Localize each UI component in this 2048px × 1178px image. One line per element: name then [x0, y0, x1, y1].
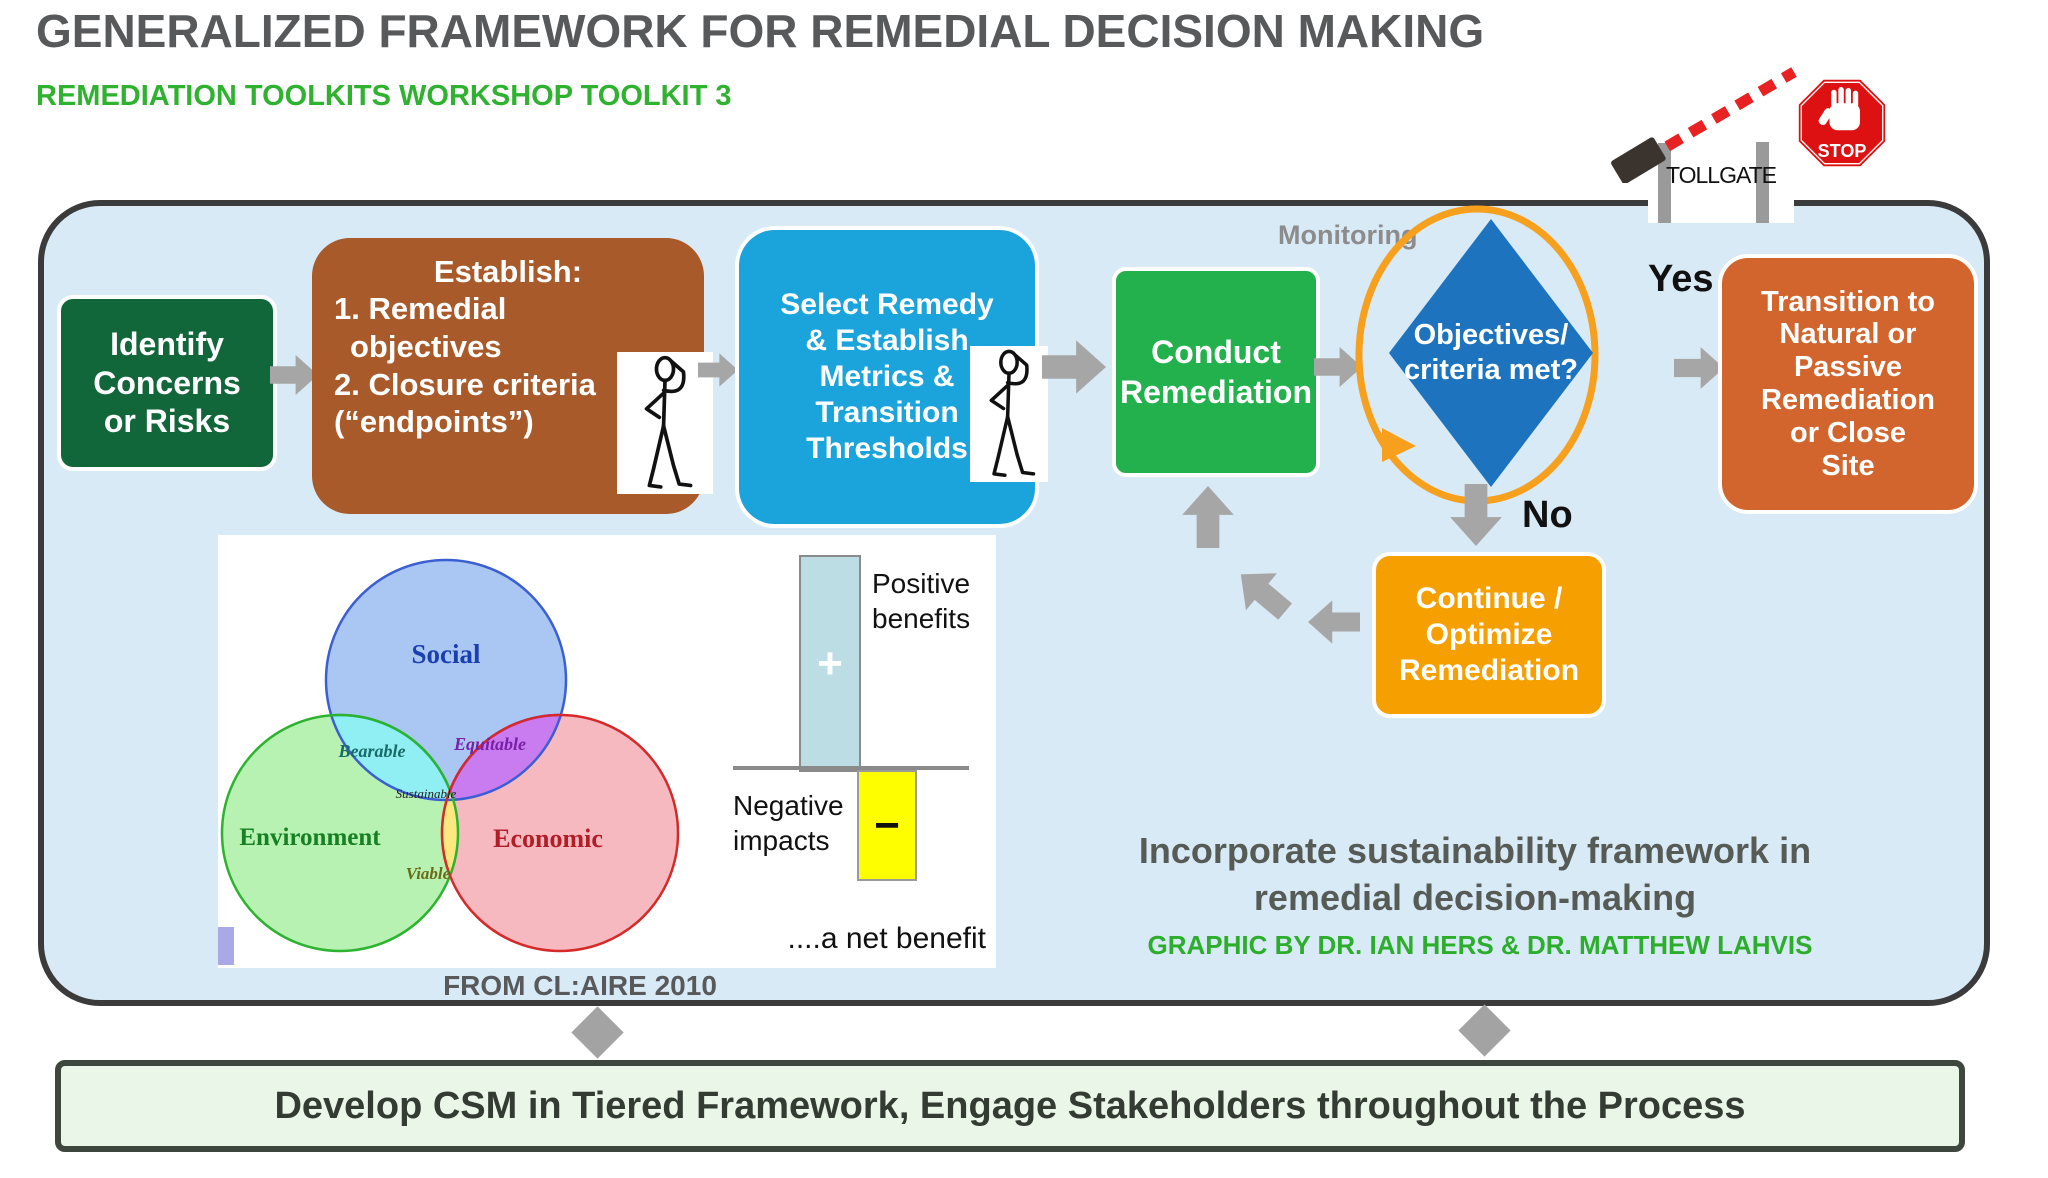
continue-optimize-box: Continue / Optimize Remediation: [1372, 552, 1606, 718]
select-line: Thresholds: [806, 432, 968, 465]
thinking-person-figure: [970, 346, 1048, 482]
transition-line: Remediation: [1760, 384, 1936, 416]
incorporate-note: Incorporate sustainability framework in …: [1055, 828, 1895, 922]
continue-line: Optimize: [1425, 618, 1553, 651]
decision-diamond: Objectives/ criteria met?: [1389, 219, 1593, 487]
venn-label-sustainable: Sustainable: [396, 786, 457, 801]
venn-label-equitable: Equitable: [453, 734, 526, 754]
decision-text: Objectives/ criteria met?: [1389, 219, 1593, 487]
down-arrow-icon: [1448, 484, 1504, 546]
select-line: Metrics &: [819, 360, 955, 393]
venn-label-social: Social: [411, 639, 481, 669]
establish-line: (“endpoints”): [334, 404, 534, 440]
continue-line: Remediation: [1398, 654, 1580, 687]
right-arrow-icon: [1042, 340, 1106, 394]
minus-sign: −: [874, 800, 900, 850]
decorative-bar: [218, 927, 234, 965]
thinker-icon: [989, 349, 1036, 477]
yes-label: Yes: [1648, 258, 1714, 300]
net-benefit-label: ....a net benefit: [787, 922, 986, 955]
venn-label-economic: Economic: [493, 824, 603, 853]
tollgate-label: TOLLGATE: [1665, 162, 1777, 188]
transition-natural-box: Transition to Natural or Passive Remedia…: [1718, 254, 1978, 514]
establish-line: objectives: [350, 328, 502, 364]
establish-line: 2. Closure criteria: [334, 366, 596, 402]
up-arrow-icon: [1180, 486, 1236, 548]
tollgate-arm-icon: [1611, 67, 1797, 183]
conduct-line: Conduct: [1151, 334, 1281, 370]
right-arrow-icon: [1314, 340, 1362, 394]
identify-line: Concerns: [93, 364, 241, 401]
right-arrow-icon: [1674, 332, 1724, 404]
identify-line: Identify: [110, 326, 224, 363]
connector-diamond-icon: [1458, 1004, 1511, 1057]
conduct-remediation-box: Conduct Remediation: [1112, 267, 1320, 477]
page-title: GENERALIZED FRAMEWORK FOR REMEDIAL DECIS…: [36, 5, 1485, 57]
transition-line: Site: [1821, 449, 1875, 482]
venn-source-caption: FROM CL:AIRE 2010: [443, 970, 717, 1001]
diamond-shape-icon: [1389, 219, 1593, 487]
transition-line: or Close: [1789, 416, 1907, 449]
graphic-credit: GRAPHIC BY DR. IAN HERS & DR. MATTHEW LA…: [1147, 930, 1813, 960]
page-subtitle: REMEDIATION TOOLKITS WORKSHOP TOOLKIT 3: [36, 80, 732, 112]
establish-heading: Establish:: [433, 254, 583, 289]
negative-impacts-label: Negative impacts: [733, 790, 844, 856]
decision-line: criteria met?: [1403, 354, 1579, 386]
select-line: Transition: [815, 396, 959, 429]
select-line: Select Remedy: [780, 288, 994, 321]
transition-line: Passive: [1793, 351, 1903, 384]
negative-impacts-bar: −: [857, 770, 917, 881]
right-arrow-icon: [270, 351, 318, 399]
tollgate-post-icon: [1658, 143, 1671, 223]
footer-banner: Develop CSM in Tiered Framework, Engage …: [55, 1060, 1965, 1152]
right-arrow-icon: [698, 344, 738, 396]
svg-text:STOP: STOP: [1818, 141, 1867, 161]
sustainability-venn-diagram: Social Environment Economic Bearable Equ…: [220, 558, 680, 953]
venn-label-viable: Viable: [406, 864, 451, 883]
incorporate-line: remedial decision-making: [1253, 876, 1697, 918]
identify-concerns-box: Identify Concerns or Risks: [57, 295, 277, 471]
conduct-line: Remediation: [1119, 374, 1313, 410]
up-left-arrow-icon: [1221, 551, 1305, 636]
continue-line: Continue /: [1415, 582, 1563, 615]
stop-sign-icon: STOP: [1797, 78, 1887, 168]
footer-label: Develop CSM in Tiered Framework, Engage …: [274, 1084, 1746, 1127]
monitoring-label: Monitoring: [1278, 220, 1418, 250]
connector-diamond-icon: [571, 1006, 624, 1059]
thinker-icon: [644, 355, 693, 489]
no-label: No: [1522, 494, 1573, 536]
tollgate-post-icon: [1756, 142, 1769, 223]
chart-baseline: [733, 766, 969, 770]
left-arrow-icon: [1308, 588, 1360, 656]
identify-line: or Risks: [103, 403, 231, 440]
incorporate-line: Incorporate sustainability framework in: [1138, 830, 1812, 871]
plus-sign: +: [817, 638, 843, 688]
venn-label-environment: Environment: [239, 824, 381, 851]
decision-line: Objectives/: [1413, 319, 1569, 352]
positive-benefits-label: Positive benefits: [872, 568, 971, 634]
establish-line: 1. Remedial: [334, 291, 507, 326]
positive-benefits-bar: +: [799, 555, 861, 772]
select-line: & Establish: [805, 324, 969, 357]
transition-line: Transition to: [1761, 285, 1935, 318]
thinking-person-figure: [617, 352, 713, 494]
venn-label-bearable: Bearable: [338, 741, 406, 761]
transition-line: Natural or: [1779, 318, 1917, 351]
